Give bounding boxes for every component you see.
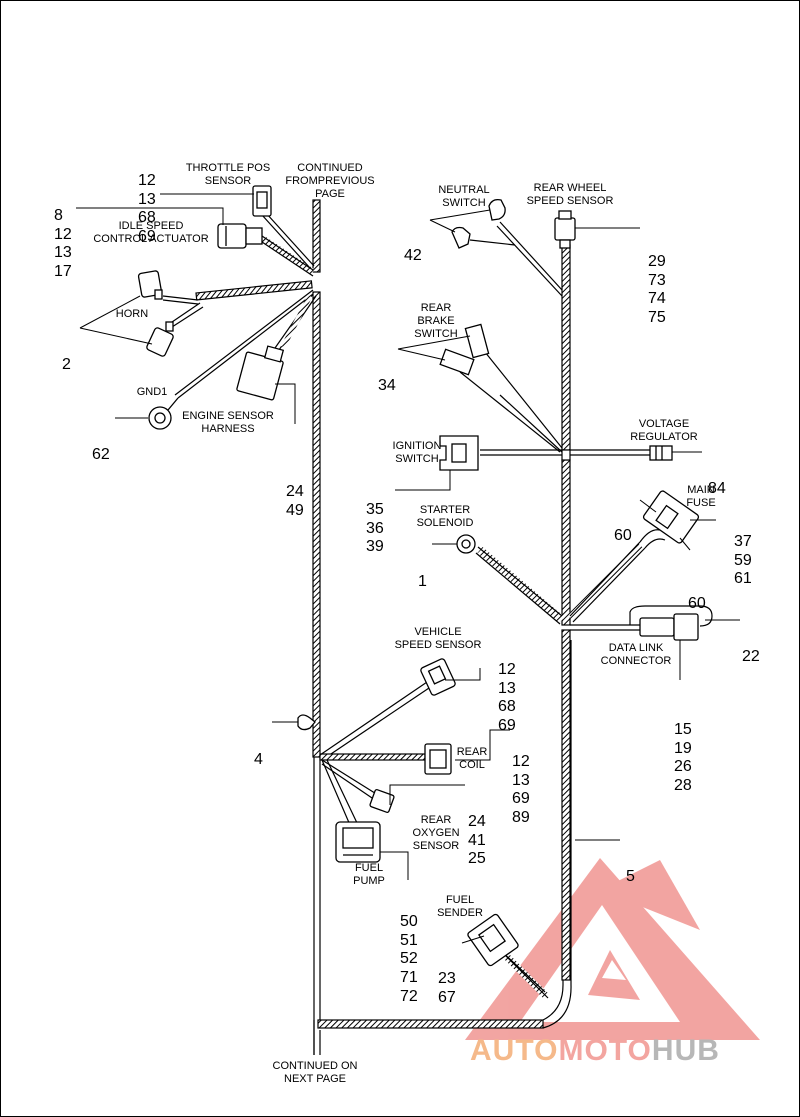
- main-trunk: [312, 291, 321, 758]
- throttle-pos-sensor-connector: [252, 185, 272, 217]
- horn-label: HORN: [115, 308, 149, 320]
- watermark-text: AUTOMOTOHUB: [470, 1034, 720, 1067]
- callout-main-fuse-a: 60: [614, 527, 632, 545]
- right-trunk-mid: [561, 459, 571, 626]
- vehicle-speed-sensor-connector: [420, 658, 456, 696]
- fuel-pump-connector: [335, 821, 381, 863]
- neutral-switch-connector: [451, 198, 506, 249]
- callout-main-fuse-b: 60: [688, 595, 706, 613]
- engine-sensor-harness-connector: [236, 345, 285, 401]
- voltage-regulator-connector: [649, 445, 673, 461]
- rear-oxygen-sensor-connector: [369, 789, 395, 813]
- leader-lines: [76, 193, 740, 944]
- fuel-sender-connector: [467, 913, 519, 967]
- ignition-switch-connector: [439, 435, 479, 471]
- starter-solenoid-terminal: [456, 534, 476, 554]
- idle-speed-actuator-connector: [217, 223, 263, 249]
- gnd1-ring-terminal: [148, 397, 179, 430]
- retaining-clip: [297, 714, 316, 731]
- rear-brake-switch-connector: [439, 323, 490, 376]
- rear-coil-connector: [424, 743, 452, 775]
- bottom-loom: [317, 1019, 544, 1029]
- data-link-connector: [639, 613, 699, 641]
- callout-data-link-a: 22: [742, 648, 760, 666]
- callout-gnd1: 62: [92, 446, 110, 464]
- watermark-logo: [465, 858, 760, 1040]
- callout-rear-brake: 34: [378, 377, 396, 395]
- callout-neutral: 42: [404, 247, 422, 265]
- main-trunk-upper: [312, 199, 321, 273]
- callout-voltage-reg: 84: [708, 480, 726, 498]
- main-fuse-connector: [642, 490, 700, 544]
- callout-horn: 2: [62, 356, 71, 374]
- rear-wheel-speed-sensor-connector: [554, 210, 576, 249]
- callout-starter: 1: [418, 573, 427, 591]
- right-trunk-upper: [561, 244, 571, 451]
- callout-clip: 4: [254, 751, 263, 769]
- horn-connector: [137, 270, 174, 357]
- gnd1-label: GND1: [136, 386, 168, 398]
- callout-harness-5: 5: [626, 868, 635, 886]
